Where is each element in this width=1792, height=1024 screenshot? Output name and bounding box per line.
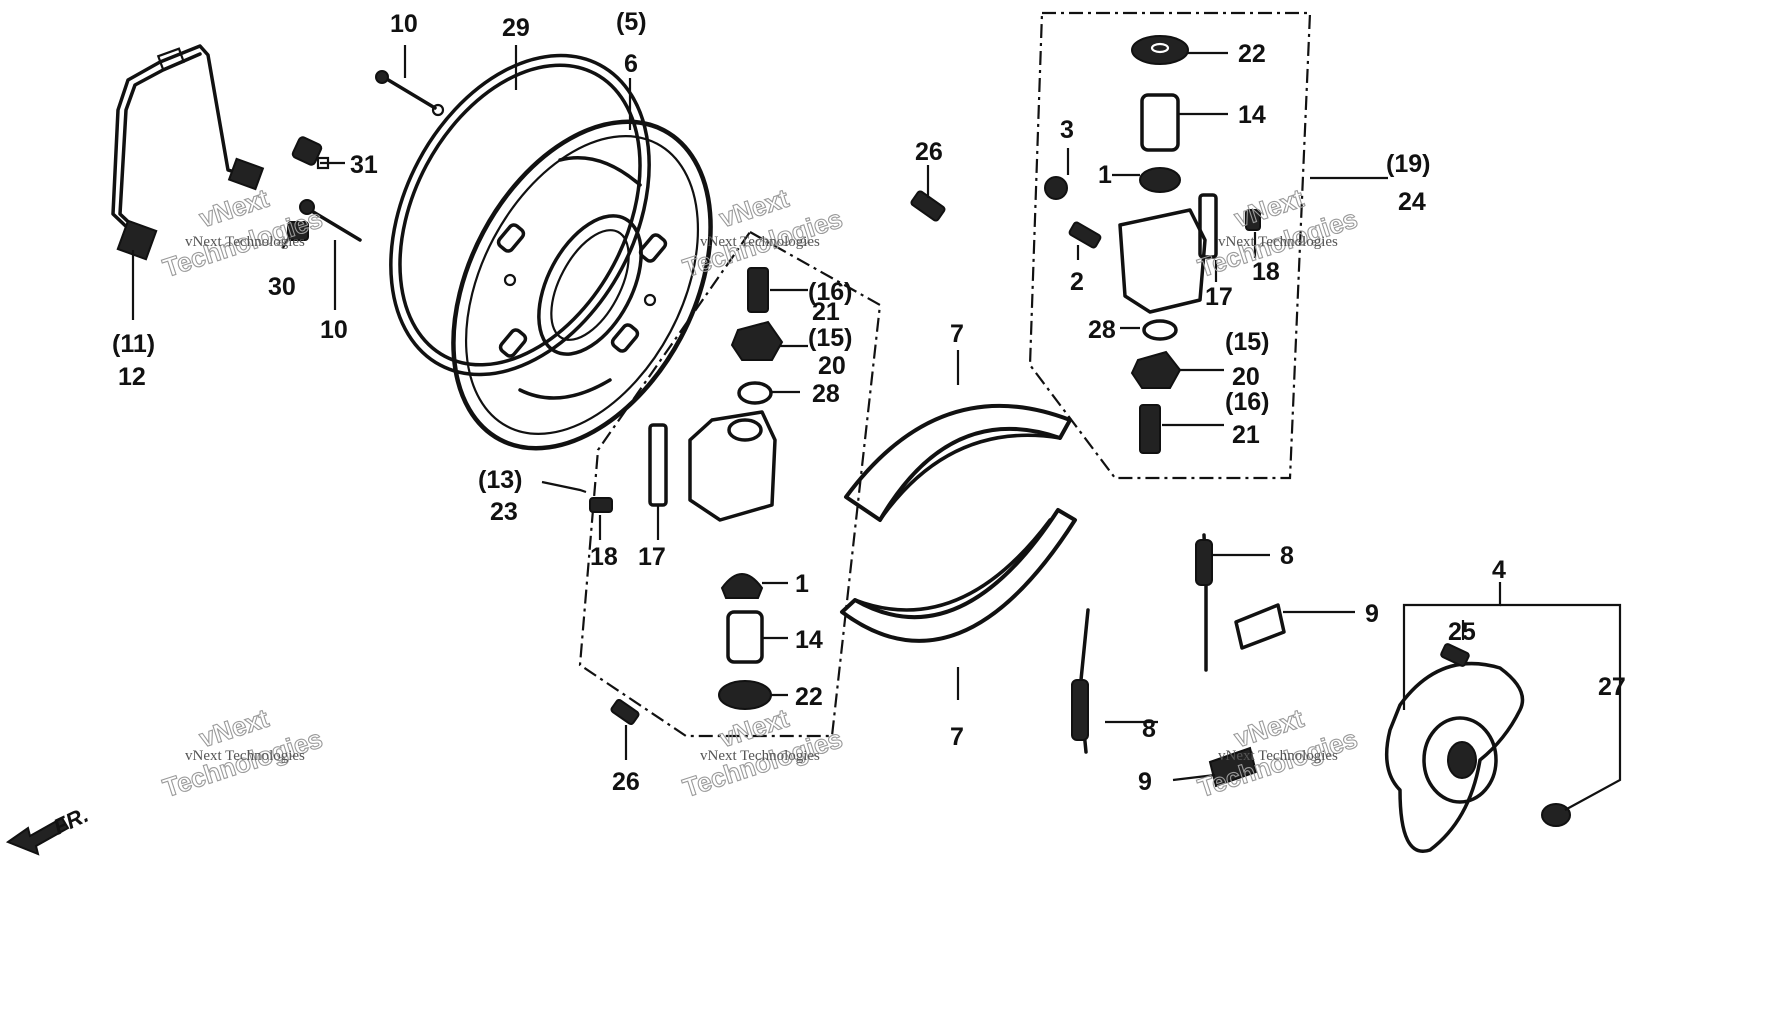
bolt-10-top [375, 70, 445, 117]
right-wheel-cylinder-group [1028, 11, 1312, 480]
label-28-left: 28 [812, 380, 840, 408]
label-22-right: 22 [1238, 40, 1266, 68]
watermark-3-text: vNext Technologies [1218, 234, 1338, 250]
label-12: 12 [118, 363, 146, 391]
label-10-top: 10 [390, 10, 418, 38]
label-11: (11) [112, 330, 155, 358]
nut-30 [287, 221, 309, 241]
label-14-right: 14 [1238, 101, 1266, 129]
watermark-6: vNext Technologies [1194, 702, 1362, 803]
label-9-upper: 9 [1365, 600, 1379, 628]
clip-upper [1234, 603, 1286, 650]
label-26-upper: 26 [915, 138, 943, 166]
label-31: 31 [350, 151, 378, 179]
label-8-lower: 8 [1142, 715, 1156, 743]
watermark-4: vNext Technologies [159, 702, 327, 803]
label-15-left: (15) [808, 324, 852, 352]
label-24: 24 [1398, 188, 1426, 216]
label-16-right: (16) [1225, 388, 1269, 416]
label-22-left: 22 [795, 683, 823, 711]
label-15-right: (15) [1225, 328, 1269, 356]
bolt-26-upper [910, 190, 946, 222]
label-21-right: 21 [1232, 421, 1260, 449]
spring-lower [1071, 608, 1090, 754]
label-20-left: 20 [818, 352, 846, 380]
watermark-2: vNext Technologies [679, 182, 847, 283]
watermark-4-text: vNext Technologies [185, 748, 305, 764]
label-9-lower: 9 [1138, 768, 1152, 796]
label-10-lower: 10 [320, 316, 348, 344]
bolt-10-lower [299, 199, 362, 242]
label-6: 6 [624, 50, 638, 78]
label-21-left: 21 [812, 298, 840, 326]
label-4: 4 [1492, 556, 1506, 584]
label-18-left: 18 [590, 543, 618, 571]
label-17-right: 17 [1205, 283, 1233, 311]
label-3: 3 [1060, 116, 1074, 144]
label-27: 27 [1598, 673, 1626, 701]
label-1-left: 1 [795, 570, 809, 598]
label-26-lower: 26 [612, 768, 640, 796]
label-8-upper: 8 [1280, 542, 1294, 570]
brake-pipe [111, 44, 265, 261]
label-1-right: 1 [1098, 161, 1112, 189]
front-direction-arrow [5, 816, 70, 856]
spring-upper [1195, 533, 1213, 672]
label-30: 30 [268, 273, 296, 301]
label-17-left: 17 [638, 543, 666, 571]
label-5: (5) [616, 8, 647, 36]
brake-shoe-upper [844, 403, 1072, 522]
watermark-6-text: vNext Technologies [1218, 748, 1338, 764]
label-29: 29 [502, 14, 530, 42]
label-14-left: 14 [795, 626, 823, 654]
leader-lines [131, 45, 1622, 811]
label-2: 2 [1070, 268, 1084, 296]
label-19: (19) [1386, 150, 1430, 178]
watermark-1: vNext Technologies [159, 182, 327, 283]
label-20-right: 20 [1232, 363, 1260, 391]
label-7-upper: 7 [950, 320, 964, 348]
brake-drum [389, 53, 651, 377]
backing-plate [451, 119, 713, 451]
label-16-left: (16) [808, 278, 852, 306]
brake-shoe-lower [840, 508, 1077, 643]
bleeder-31 [291, 136, 330, 170]
left-wheel-cylinder-group [578, 231, 882, 738]
watermark-2-text: vNext Technologies [700, 234, 820, 250]
wheel-hub [1384, 643, 1571, 853]
label-28-right: 28 [1088, 316, 1116, 344]
label-13: (13) [478, 466, 522, 494]
part-labels: 10 29 (5) 6 31 30 10 (11) 12 26 (16) 21 … [50, 8, 1626, 840]
clip-lower [1208, 746, 1258, 788]
label-18-right: 18 [1252, 258, 1280, 286]
label-23: 23 [490, 498, 518, 526]
label-7-lower: 7 [950, 723, 964, 751]
watermark-5-text: vNext Technologies [700, 748, 820, 764]
watermark-1-text: vNext Technologies [185, 234, 305, 250]
label-25: 25 [1448, 618, 1476, 646]
